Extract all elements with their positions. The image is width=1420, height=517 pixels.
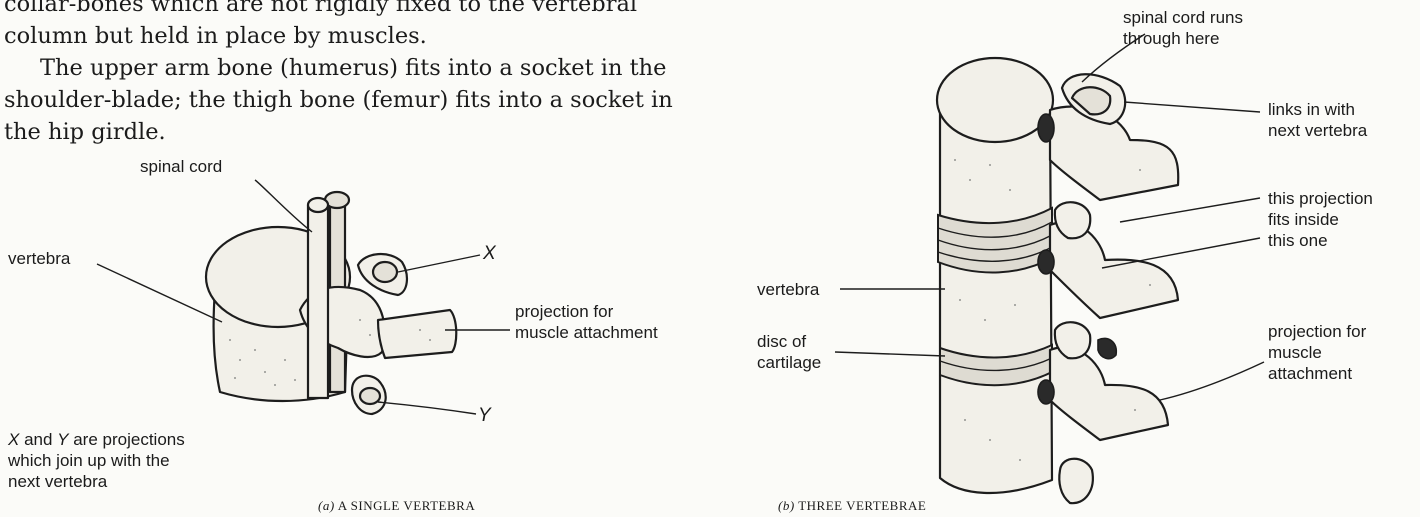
label-projection-b-line-3: attachment [1268,363,1352,384]
label-projection-a-line-1: projection for [515,301,613,322]
caption-b: (b) THREE VERTEBRAE [778,498,926,514]
leader-disc [835,352,945,356]
label-fits-line-2: fits inside [1268,209,1339,230]
label-spinal-cord: spinal cord [140,156,222,177]
three-vertebrae-drawing [937,58,1178,503]
label-vertebra-b: vertebra [757,279,819,300]
label-projection-b-line-2: muscle [1268,342,1322,363]
label-projection-a-line-2: muscle attachment [515,322,658,343]
leader-projection-b [1160,362,1264,400]
leader-projection-fits [1120,198,1260,222]
label-y: Y [478,405,491,426]
leader-vertebra-a [97,264,222,322]
label-projection-b-line-1: projection for [1268,321,1366,342]
caption-a: (a) A SINGLE VERTEBRA [318,498,475,514]
label-disc-line-2: cartilage [757,352,821,373]
leader-links-in [1124,102,1260,112]
label-fits-line-3: this one [1268,230,1328,251]
leader-this-one [1102,238,1260,268]
note-line-1: X and Y are projections [8,429,185,450]
label-spinal-cord-runs-line-1: spinal cord runs [1123,7,1243,28]
note-line-3: next vertebra [8,471,107,492]
note-line-2: which join up with the [8,450,170,471]
leader-spinal-cord [255,180,312,232]
label-fits-line-1: this projection [1268,188,1373,209]
label-x: X [483,243,496,264]
single-vertebra-drawing [206,192,456,414]
label-links-line-1: links in with [1268,99,1355,120]
leader-y [378,402,476,414]
label-vertebra-a: vertebra [8,248,70,269]
label-spinal-cord-runs-line-2: through here [1123,28,1219,49]
label-links-line-2: next vertebra [1268,120,1367,141]
leader-x [398,255,480,272]
label-disc-line-1: disc of [757,331,806,352]
